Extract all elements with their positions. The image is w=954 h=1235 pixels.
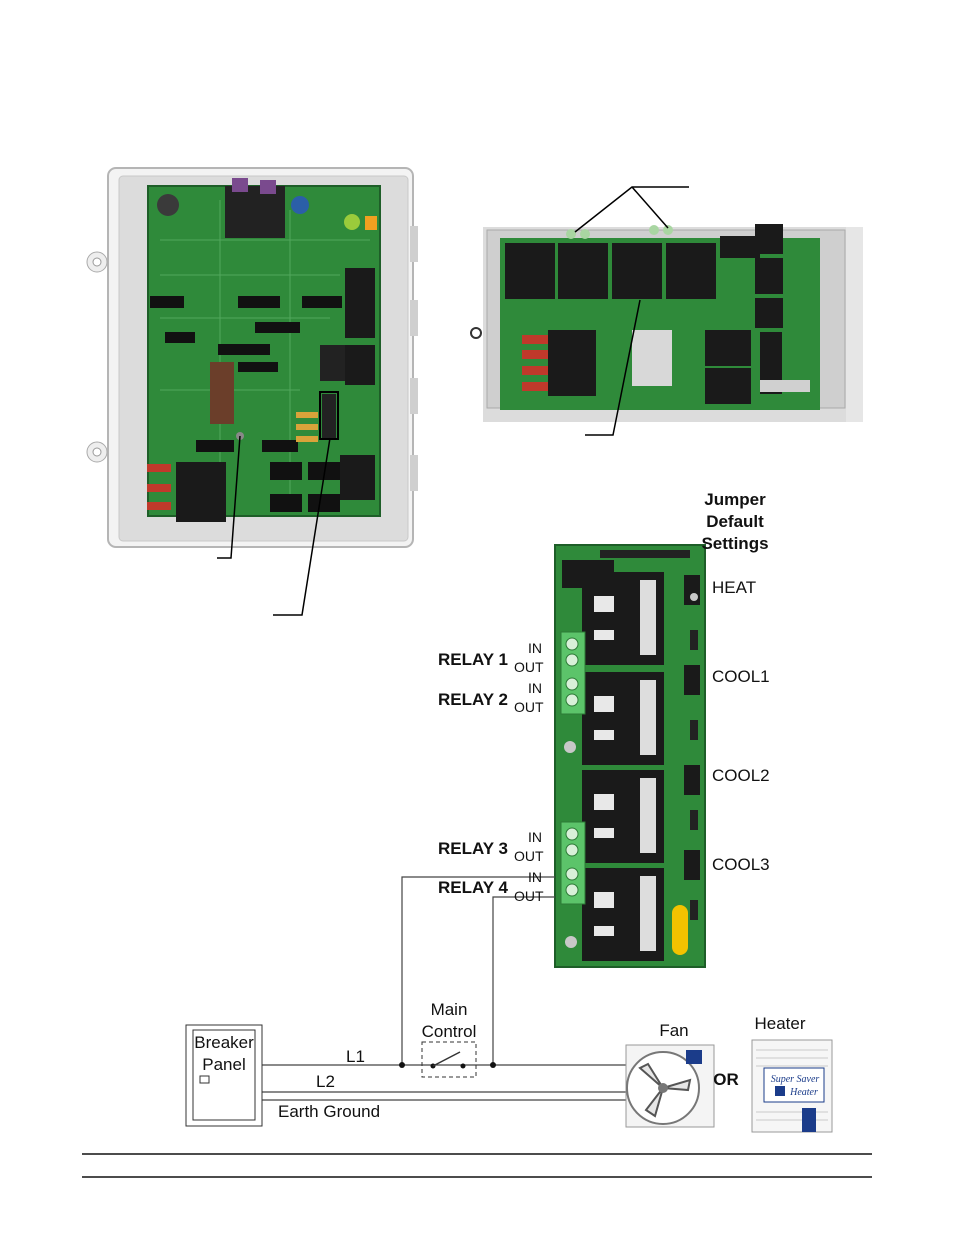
relay-1-out: OUT	[514, 659, 544, 675]
terminal-blocks	[560, 631, 586, 905]
relay-4-out: OUT	[514, 888, 544, 904]
jumper-header-line-2: Default	[706, 512, 764, 531]
relay-label-2: RELAY 2	[438, 690, 508, 709]
relay-labels: RELAY 1 IN OUT RELAY 2 IN OUT RELAY 3 IN…	[438, 640, 544, 904]
jumper-setting-cool1: COOL1	[712, 667, 770, 686]
main-control-line-2: Control	[422, 1022, 477, 1041]
relay-3-out: OUT	[514, 848, 544, 864]
junction-dots	[399, 1062, 496, 1069]
earth-ground-label: Earth Ground	[278, 1102, 380, 1121]
jumper-header: Jumper Default Settings	[701, 490, 768, 553]
relay-label-1: RELAY 1	[438, 650, 508, 669]
main-control-line-1: Main	[431, 1000, 468, 1019]
breaker-label-line-1: Breaker	[194, 1033, 254, 1052]
breaker-panel	[185, 1024, 263, 1127]
l2-label: L2	[316, 1072, 335, 1091]
jumper-settings: HEAT COOL1 COOL2 COOL3	[712, 578, 770, 874]
jumper-setting-cool2: COOL2	[712, 766, 770, 785]
fan-label: Fan	[659, 1021, 688, 1040]
relay-2-out: OUT	[514, 699, 544, 715]
relay-1-in: IN	[528, 640, 542, 656]
relay-board	[554, 544, 706, 968]
controller-photo	[86, 167, 418, 548]
relay-card-photo	[470, 224, 863, 422]
relay-label-4: RELAY 4	[438, 878, 508, 897]
relay-3-in: IN	[528, 829, 542, 845]
wiring-labels: Breaker Panel L1 L2 Earth Ground Main Co…	[194, 1000, 819, 1121]
relay-label-3: RELAY 3	[438, 839, 508, 858]
controller-callout-lines	[217, 435, 331, 616]
jumper-header-line-3: Settings	[701, 534, 768, 553]
jumper-setting-cool3: COOL3	[712, 855, 770, 874]
jumper-setting-heat: HEAT	[712, 578, 756, 597]
heater	[751, 1039, 833, 1133]
heater-label: Heater	[754, 1014, 805, 1033]
footer-rules	[82, 1153, 872, 1178]
l1-label: L1	[346, 1047, 365, 1066]
heater-badge-line-2: Heater	[789, 1087, 818, 1098]
heater-badge-line-1: Super Saver	[771, 1074, 820, 1085]
relay-4-in: IN	[528, 869, 542, 885]
or-label: OR	[713, 1070, 739, 1089]
jumper-header-line-1: Jumper	[704, 490, 766, 509]
fan	[625, 1044, 715, 1128]
main-control-switch	[421, 1041, 477, 1078]
relay-card-callout-lines	[574, 186, 689, 436]
breaker-label-line-2: Panel	[202, 1055, 245, 1074]
relay-2-in: IN	[528, 680, 542, 696]
wiring-lines	[262, 876, 626, 1101]
